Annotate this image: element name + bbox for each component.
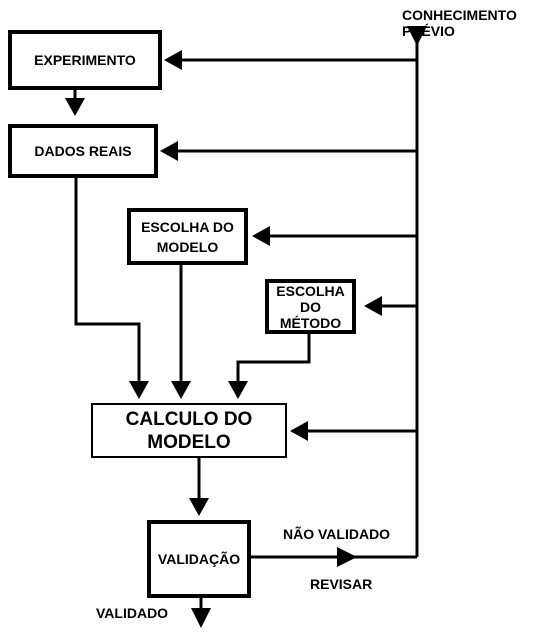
arrow-exp-to-dados — [65, 98, 85, 116]
arrow-validado — [191, 608, 211, 628]
dados-to-calculo-line — [74, 177, 141, 383]
nao-validado-label: NÃO VALIDADO — [283, 526, 391, 542]
arrow-metodo-to-calculo — [228, 381, 248, 399]
validado-label: VALIDADO — [96, 605, 169, 621]
arrow-to-experimento — [164, 50, 182, 70]
arrow-calculo-to-validacao — [189, 498, 209, 516]
calculo-modelo-box: CALCULO DO MODELO — [91, 403, 287, 458]
arrow-to-modelo — [252, 226, 270, 246]
revisar-label: REVISAR — [310, 576, 373, 592]
arrow-to-metodo — [364, 296, 382, 316]
metodo-to-calculo-line — [236, 334, 311, 383]
escolha-metodo-box: ESCOLHA DO MÉTODO — [265, 279, 356, 334]
arrow-dados-to-calculo — [129, 381, 149, 399]
experimento-box: EXPERIMENTO — [8, 30, 162, 90]
arrow-to-calculo — [290, 421, 308, 441]
escolha-modelo-box: ESCOLHA DO MODELO — [127, 208, 248, 265]
arrow-revisar — [337, 547, 357, 567]
arrow-modelo-to-calculo — [171, 381, 191, 399]
validacao-box: VALIDAÇÃO — [147, 520, 251, 598]
dados-reais-box: DADOS REAIS — [8, 124, 158, 178]
arrow-to-dados — [160, 141, 178, 161]
arrow-knowledge-down — [407, 26, 427, 46]
conhecimento-previo-label: CONHECIMENTO PRÉVIO — [402, 7, 517, 39]
